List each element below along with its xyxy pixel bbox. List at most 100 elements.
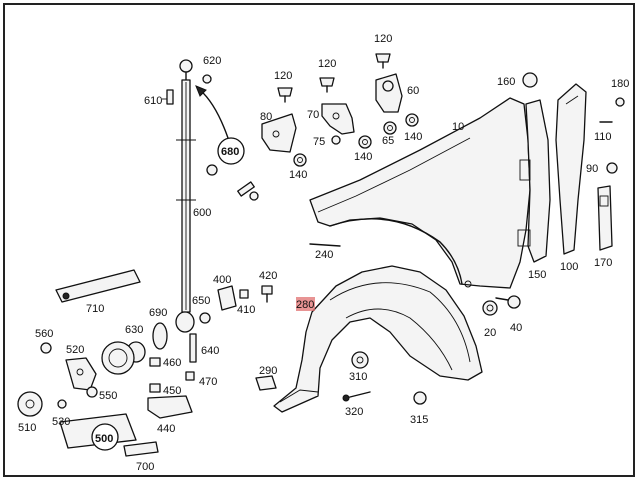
callout-label-10[interactable]: 10 [452,121,464,133]
bracket-70-part[interactable] [321,103,355,135]
nut-20-part[interactable] [482,300,498,316]
clip-470-part[interactable] [185,371,195,381]
callout-label-280[interactable]: 280 [296,299,314,311]
callout-label-640[interactable]: 640 [201,345,219,357]
nut-90-part[interactable] [606,162,618,174]
callout-label-65[interactable]: 65 [382,135,394,147]
bracket-520-part[interactable] [65,357,97,391]
callout-label-120[interactable]: 120 [374,33,392,45]
callout-label-710[interactable]: 710 [86,303,104,315]
tape-700-part[interactable] [123,441,159,457]
callout-label-315[interactable]: 315 [410,414,428,426]
bracket-80-part[interactable] [261,113,297,153]
callout-label-20[interactable]: 20 [484,327,496,339]
nut-410-part[interactable] [239,289,249,299]
callout-label-320[interactable]: 320 [345,406,363,418]
callout-label-70[interactable]: 70 [307,109,319,121]
antenna-mast-part[interactable] [175,59,196,333]
nut-65-part[interactable] [383,121,397,135]
callout-label-80[interactable]: 80 [260,111,272,123]
callout-label-520[interactable]: 520 [66,344,84,356]
callout-680-ring [217,137,245,165]
bracket-150-part[interactable] [517,99,551,263]
nut-140-c-part[interactable] [405,113,419,127]
clip-160-part[interactable] [522,72,538,88]
nut-140-a-part[interactable] [293,153,307,167]
nut-140-b-part[interactable] [358,135,372,149]
washer-650-part[interactable] [199,312,211,324]
callout-label-680[interactable]: 680 [221,146,239,158]
callout-label-470[interactable]: 470 [199,376,217,388]
grommet-690-part[interactable] [152,322,168,350]
callout-label-160[interactable]: 160 [497,76,515,88]
callout-label-180[interactable]: 180 [611,78,629,90]
callout-label-140[interactable]: 140 [354,151,372,163]
callout-label-530[interactable]: 530 [52,416,70,428]
nut-75-part[interactable] [331,135,341,145]
speaker-ring-part[interactable] [101,341,135,375]
screw-40-part[interactable] [495,295,521,309]
callout-label-90[interactable]: 90 [586,163,598,175]
disc-510-part[interactable] [17,391,43,417]
bracket-290-part[interactable] [255,375,277,391]
callout-label-110[interactable]: 110 [594,131,612,143]
nut-315-part[interactable] [413,391,427,405]
callout-label-100[interactable]: 100 [560,261,578,273]
callout-label-60[interactable]: 60 [407,85,419,97]
bracket-100-part[interactable] [555,83,587,255]
antenna-cap-part[interactable] [202,74,212,84]
callout-label-410[interactable]: 410 [237,304,255,316]
callout-label-310[interactable]: 310 [349,371,367,383]
bolt-420-part[interactable] [261,285,273,303]
callout-label-120[interactable]: 120 [274,70,292,82]
clip-460-part[interactable] [149,357,161,367]
callout-label-75[interactable]: 75 [313,136,325,148]
callout-label-40[interactable]: 40 [510,322,522,334]
bracket-60-part[interactable] [375,73,403,113]
insulation-710-part[interactable] [55,269,141,303]
callout-label-620[interactable]: 620 [203,55,221,67]
callout-label-550[interactable]: 550 [99,390,117,402]
nut-560-part[interactable] [40,342,52,354]
callout-label-150[interactable]: 150 [528,269,546,281]
clip-120-c-part[interactable] [375,53,391,69]
callout-label-500[interactable]: 500 [95,433,113,445]
clip-450-part[interactable] [149,383,161,393]
washer-530-part[interactable] [57,399,67,409]
washer-550-part[interactable] [86,386,98,398]
callout-label-240[interactable]: 240 [315,249,333,261]
callout-label-140[interactable]: 140 [404,131,422,143]
strap-640-part[interactable] [189,333,197,363]
fender-10-part[interactable] [309,97,531,289]
callout-label-120[interactable]: 120 [318,58,336,70]
wheel-arch-liner-part[interactable] [273,265,483,413]
callout-label-290[interactable]: 290 [259,365,277,377]
clip-180-part[interactable] [615,97,625,107]
callout-label-650[interactable]: 650 [192,295,210,307]
callout-label-170[interactable]: 170 [594,257,612,269]
rivet-320-part[interactable] [342,391,371,402]
nut-310-part[interactable] [351,351,369,369]
antenna-screw-part[interactable] [206,164,259,201]
clip-120-a-part[interactable] [277,87,293,103]
callout-label-140[interactable]: 140 [289,169,307,181]
callout-label-440[interactable]: 440 [157,423,175,435]
bracket-440-part[interactable] [147,395,193,419]
callout-label-700[interactable]: 700 [136,461,154,473]
callout-label-420[interactable]: 420 [259,270,277,282]
callout-label-510[interactable]: 510 [18,422,36,434]
trim-strip-240-part[interactable] [309,243,341,247]
callout-label-400[interactable]: 400 [213,274,231,286]
callout-label-600[interactable]: 600 [193,207,211,219]
callout-label-450[interactable]: 450 [163,385,181,397]
bracket-400-part[interactable] [217,285,237,311]
callout-label-630[interactable]: 630 [125,324,143,336]
clip-120-b-part[interactable] [319,77,335,93]
bracket-170-part[interactable] [597,185,613,251]
callout-label-610[interactable]: 610 [144,95,162,107]
callout-label-690[interactable]: 690 [149,307,167,319]
callout-label-560[interactable]: 560 [35,328,53,340]
antenna-clip-part[interactable] [162,89,174,105]
callout-label-460[interactable]: 460 [163,357,181,369]
